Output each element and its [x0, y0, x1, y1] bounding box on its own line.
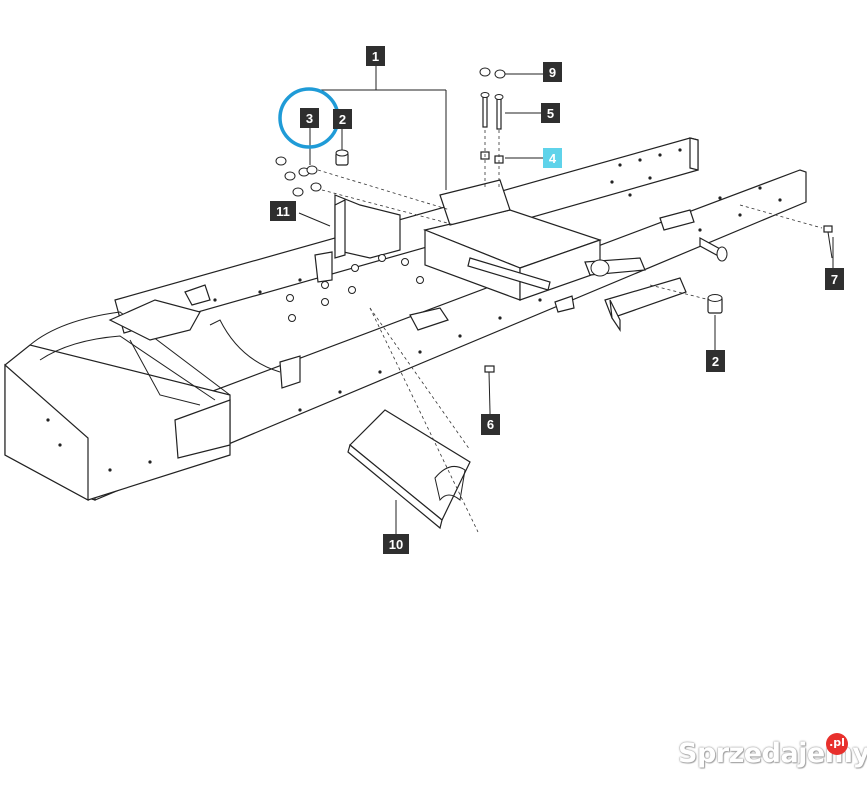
- bolt-part-5: [480, 92, 504, 130]
- nut-stack-part-3: [275, 156, 322, 197]
- callout-7: 7: [825, 268, 844, 290]
- bolt-part-7: [823, 225, 833, 259]
- bushing-part-2-top: [335, 149, 349, 166]
- callout-9: 9: [543, 62, 562, 82]
- callout-3: 3: [300, 108, 319, 128]
- nut-part-4: [480, 151, 504, 164]
- callout-2-right: 2: [706, 350, 725, 372]
- callout-5: 5: [541, 103, 560, 123]
- callout-1: 1: [366, 46, 385, 66]
- callout-10-label: 10: [389, 537, 403, 552]
- callout-4: 4: [543, 148, 562, 168]
- callout-6-label: 6: [487, 417, 494, 432]
- callout-9-label: 9: [549, 65, 556, 80]
- callout-2-right-label: 2: [712, 354, 719, 369]
- cover-plate-part-10: [347, 409, 471, 530]
- callout-2-top: 2: [333, 109, 352, 129]
- callout-5-label: 5: [547, 106, 554, 121]
- frame-drawing: [4, 137, 807, 502]
- callout-11: 11: [270, 201, 296, 221]
- callout-1-label: 1: [372, 49, 379, 64]
- washer-part-9: [479, 67, 506, 79]
- callout-2-top-label: 2: [339, 112, 346, 127]
- callout-3-label: 3: [306, 111, 313, 126]
- watermark-badge: .pl: [826, 733, 848, 755]
- callout-6: 6: [481, 414, 500, 435]
- exploded-hardware: [275, 66, 834, 535]
- callout-10: 10: [383, 534, 409, 554]
- bolt-part-6: [484, 365, 495, 413]
- callout-7-label: 7: [831, 272, 838, 287]
- bushing-part-2-right: [707, 294, 723, 314]
- callout-4-label: 4: [549, 151, 557, 166]
- callout-11-label: 11: [276, 204, 290, 219]
